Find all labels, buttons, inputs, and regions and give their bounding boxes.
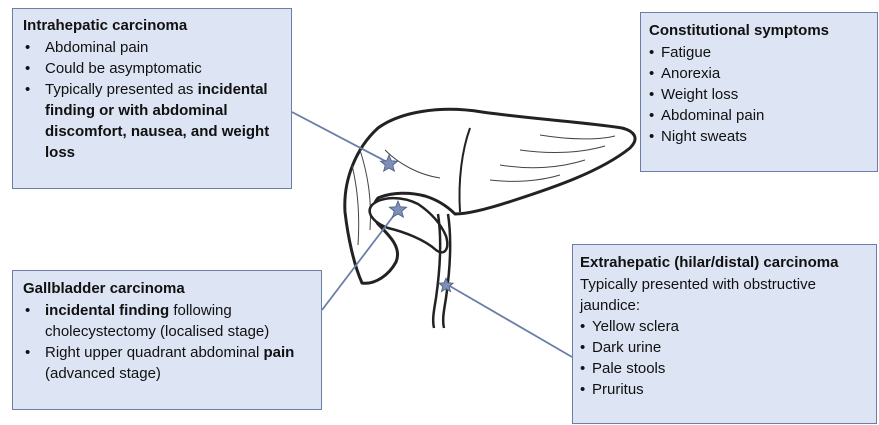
intrahepatic-item: • Typically presented as incidental find… [23,79,281,163]
constitutional-item: •Abdominal pain [649,105,869,126]
extrahepatic-intro: Typically presented with obstructive jau… [580,274,869,316]
bullet-icon: • [580,379,585,400]
extrahepatic-item: •Pruritus [580,379,869,400]
extrahepatic-item: •Yellow sclera [580,316,869,337]
intrahepatic-carcinoma-box: Intrahepatic carcinoma • Abdominal pain … [12,8,292,189]
constitutional-title: Constitutional symptoms [649,20,869,41]
constitutional-item: •Weight loss [649,84,869,105]
connector-extrahepatic [448,285,572,357]
constitutional-item: •Night sweats [649,126,869,147]
extrahepatic-title: Extrahepatic (hilar/distal) carcinoma [580,252,869,273]
intrahepatic-item: • Abdominal pain [23,37,281,58]
bullet-icon: • [649,126,654,147]
constitutional-symptoms-box: Constitutional symptoms •Fatigue •Anorex… [640,12,878,172]
bullet-icon: • [25,58,30,79]
extrahepatic-carcinoma-box: Extrahepatic (hilar/distal) carcinoma Ty… [572,244,877,424]
gallbladder-carcinoma-box: Gallbladder carcinoma • incidental findi… [12,270,322,410]
bullet-icon: • [25,79,30,100]
bullet-icon: • [25,37,30,58]
constitutional-item: •Fatigue [649,42,869,63]
bullet-icon: • [580,337,585,358]
bullet-icon: • [649,63,654,84]
gallbladder-item: • Right upper quadrant abdominal pain (a… [23,342,311,384]
bullet-icon: • [580,316,585,337]
bullet-icon: • [580,358,585,379]
gallbladder-item: • incidental finding following cholecyst… [23,300,311,342]
bullet-icon: • [649,105,654,126]
constitutional-item: •Anorexia [649,63,869,84]
extrahepatic-item: •Dark urine [580,337,869,358]
extrahepatic-item: •Pale stools [580,358,869,379]
gallbladder-title: Gallbladder carcinoma [23,278,311,299]
intrahepatic-item: • Could be asymptomatic [23,58,281,79]
bullet-icon: • [25,300,30,321]
intrahepatic-title: Intrahepatic carcinoma [23,15,281,36]
bullet-icon: • [649,84,654,105]
bullet-icon: • [25,342,30,363]
bullet-icon: • [649,42,654,63]
